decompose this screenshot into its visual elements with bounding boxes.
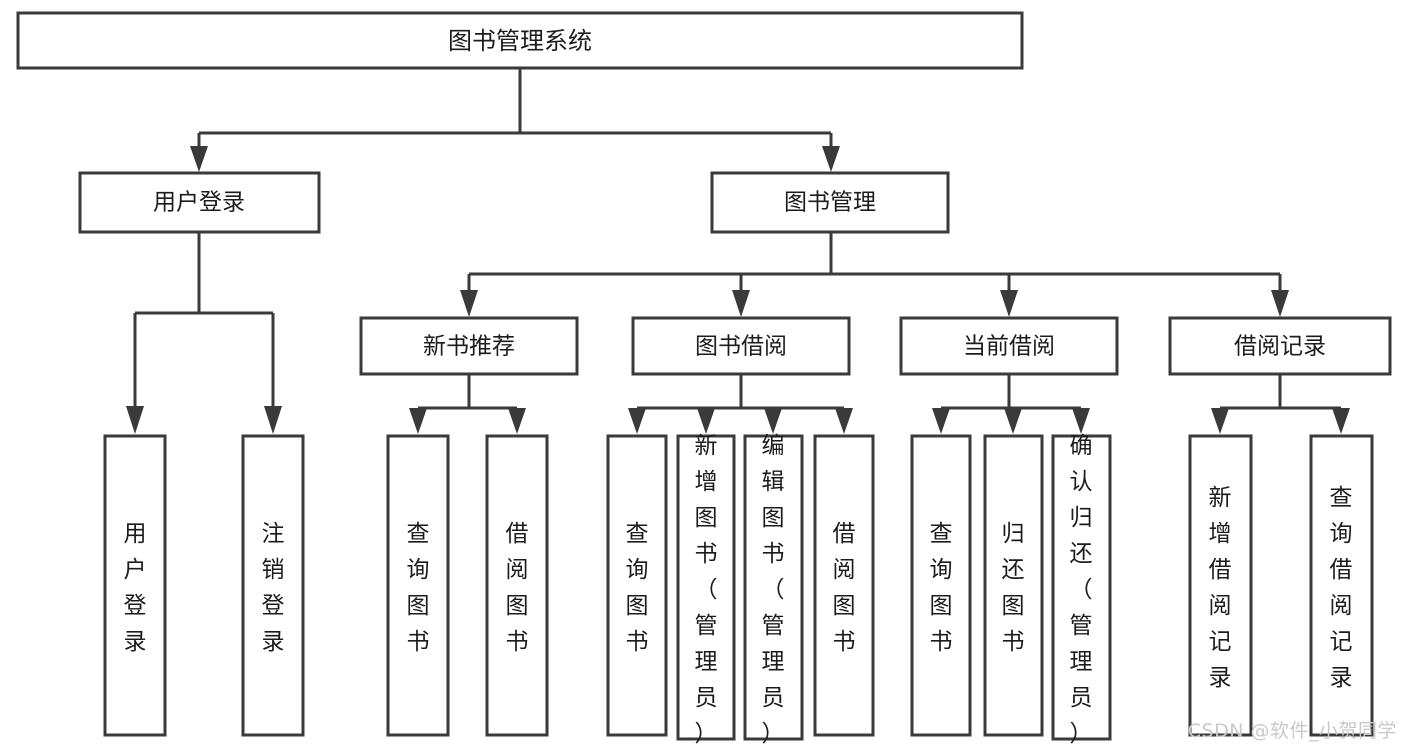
node-leaf-query-books-current-label: 查询图书 bbox=[930, 521, 953, 655]
arrow-head-to-leaf-borrow-books-borrow bbox=[835, 408, 853, 434]
node-leaf-query-books-rec[interactable]: 查询图书 bbox=[386, 434, 450, 737]
node-leaf-confirm-return-admin-label: 确认归还（管理员） bbox=[1070, 433, 1093, 747]
node-leaf-query-books-rec-label: 查询图书 bbox=[407, 521, 430, 655]
node-leaf-query-books-borrow-box bbox=[606, 434, 668, 737]
node-leaf-borrow-books-rec-label: 借阅图书 bbox=[506, 521, 529, 655]
node-leaf-user-login-box bbox=[103, 434, 167, 737]
node-book-borrow-box bbox=[631, 316, 851, 376]
node-leaf-borrow-books-borrow-box bbox=[813, 434, 875, 737]
arrow-head-to-leaf-query-borrow-record bbox=[1332, 408, 1350, 434]
arrow-head-to-user-login bbox=[190, 146, 208, 172]
node-root-label: 图书管理系统 bbox=[448, 27, 592, 55]
arrow-head-to-new-book-recommend bbox=[460, 290, 478, 317]
node-new-book-recommend[interactable]: 新书推荐 bbox=[359, 316, 579, 376]
arrow-head-to-leaf-confirm-return-admin bbox=[1072, 408, 1090, 434]
arrow-head-to-leaf-query-books-current bbox=[932, 408, 950, 434]
arrow-head-to-leaf-borrow-books-rec bbox=[508, 408, 526, 434]
node-current-borrow-label: 当前借阅 bbox=[963, 334, 1055, 360]
arrow-head-to-leaf-add-borrow-record bbox=[1211, 408, 1229, 434]
node-new-book-recommend-label: 新书推荐 bbox=[423, 334, 515, 360]
node-borrow-record[interactable]: 借阅记录 bbox=[1168, 316, 1392, 376]
node-leaf-edit-book-admin-box bbox=[743, 434, 804, 741]
node-leaf-add-borrow-record-box bbox=[1188, 434, 1253, 737]
node-leaf-return-books-label: 归还图书 bbox=[1002, 521, 1025, 655]
node-leaf-add-borrow-record-label: 新增借阅记录 bbox=[1209, 485, 1232, 691]
connector-group-borrow-record bbox=[1211, 374, 1350, 434]
node-borrow-record-box bbox=[1168, 316, 1392, 376]
node-leaf-add-book-admin[interactable]: 新增图书（管理员） bbox=[676, 433, 736, 747]
node-new-book-recommend-box bbox=[359, 316, 579, 376]
node-book-borrow-label: 图书借阅 bbox=[695, 334, 787, 360]
connector-group-current-borrow bbox=[932, 374, 1090, 434]
node-user-login-label: 用户登录 bbox=[153, 190, 245, 216]
node-leaf-query-borrow-record[interactable]: 查询借阅记录 bbox=[1309, 434, 1374, 737]
node-leaf-return-books-box bbox=[983, 434, 1044, 737]
node-leaf-user-login[interactable]: 用户登录 bbox=[103, 434, 167, 737]
arrow-head-to-current-borrow bbox=[1000, 290, 1018, 317]
arrow-head-to-book-management bbox=[822, 146, 840, 172]
node-leaf-borrow-books-rec-box bbox=[485, 434, 549, 737]
node-leaf-query-borrow-record-label: 查询借阅记录 bbox=[1330, 485, 1353, 691]
arrow-head-to-book-borrow bbox=[732, 290, 750, 317]
connector-group-book-management bbox=[460, 232, 1289, 317]
arrow-head-to-leaf-add-book-admin bbox=[697, 408, 715, 434]
arrow-head-to-leaf-query-books-borrow bbox=[628, 408, 646, 434]
arrow-head-to-leaf-query-books-rec bbox=[409, 408, 427, 434]
node-leaf-logout-login[interactable]: 注销登录 bbox=[241, 434, 305, 737]
node-leaf-query-books-current-box bbox=[910, 434, 972, 737]
node-book-management-label: 图书管理 bbox=[784, 190, 876, 216]
node-root-box bbox=[16, 11, 1024, 70]
connector-group-book-borrow bbox=[628, 374, 853, 434]
arrow-head-to-leaf-user-login bbox=[126, 406, 144, 434]
connector-group-new-book-recommend bbox=[409, 374, 526, 434]
node-leaf-borrow-books-borrow[interactable]: 借阅图书 bbox=[813, 434, 875, 737]
node-leaf-edit-book-admin[interactable]: 编辑图书（管理员） bbox=[743, 433, 804, 747]
node-leaf-logout-login-box bbox=[241, 434, 305, 737]
node-book-borrow[interactable]: 图书借阅 bbox=[631, 316, 851, 376]
connector-group-root bbox=[190, 68, 840, 172]
connector-group-user-login bbox=[126, 232, 282, 434]
node-leaf-return-books[interactable]: 归还图书 bbox=[983, 434, 1044, 737]
node-leaf-add-borrow-record[interactable]: 新增借阅记录 bbox=[1188, 434, 1253, 737]
csdn-watermark: CSDN @软件_小贺同学 bbox=[1187, 720, 1397, 742]
node-leaf-confirm-return-admin-box bbox=[1051, 434, 1112, 741]
node-root[interactable]: 图书管理系统 bbox=[16, 11, 1024, 70]
arrow-head-to-borrow-record bbox=[1271, 290, 1289, 317]
node-leaf-logout-login-label: 注销登录 bbox=[262, 521, 285, 655]
node-leaf-edit-book-admin-label: 编辑图书（管理员） bbox=[762, 433, 785, 747]
node-leaf-add-book-admin-label: 新增图书（管理员） bbox=[695, 433, 718, 747]
node-book-management[interactable]: 图书管理 bbox=[710, 171, 950, 234]
node-leaf-query-borrow-record-box bbox=[1309, 434, 1374, 737]
arrow-head-to-leaf-logout-login bbox=[264, 406, 282, 434]
node-user-login-box bbox=[78, 171, 321, 234]
node-book-management-box bbox=[710, 171, 950, 234]
node-leaf-add-book-admin-box bbox=[676, 434, 736, 741]
node-leaf-query-books-borrow-label: 查询图书 bbox=[626, 521, 649, 655]
node-leaf-user-login-label: 用户登录 bbox=[124, 521, 147, 655]
node-current-borrow-box bbox=[899, 316, 1119, 376]
arrow-head-to-leaf-edit-book-admin bbox=[764, 408, 782, 434]
node-borrow-record-label: 借阅记录 bbox=[1234, 334, 1326, 360]
node-user-login[interactable]: 用户登录 bbox=[78, 171, 321, 234]
node-leaf-query-books-rec-box bbox=[386, 434, 450, 737]
node-leaf-borrow-books-rec[interactable]: 借阅图书 bbox=[485, 434, 549, 737]
node-leaf-query-books-borrow[interactable]: 查询图书 bbox=[606, 434, 668, 737]
node-leaf-query-books-current[interactable]: 查询图书 bbox=[910, 434, 972, 737]
node-current-borrow[interactable]: 当前借阅 bbox=[899, 316, 1119, 376]
node-leaf-confirm-return-admin[interactable]: 确认归还（管理员） bbox=[1051, 433, 1112, 747]
node-leaf-borrow-books-borrow-label: 借阅图书 bbox=[833, 521, 856, 655]
arrow-head-to-leaf-return-books bbox=[1004, 408, 1022, 434]
